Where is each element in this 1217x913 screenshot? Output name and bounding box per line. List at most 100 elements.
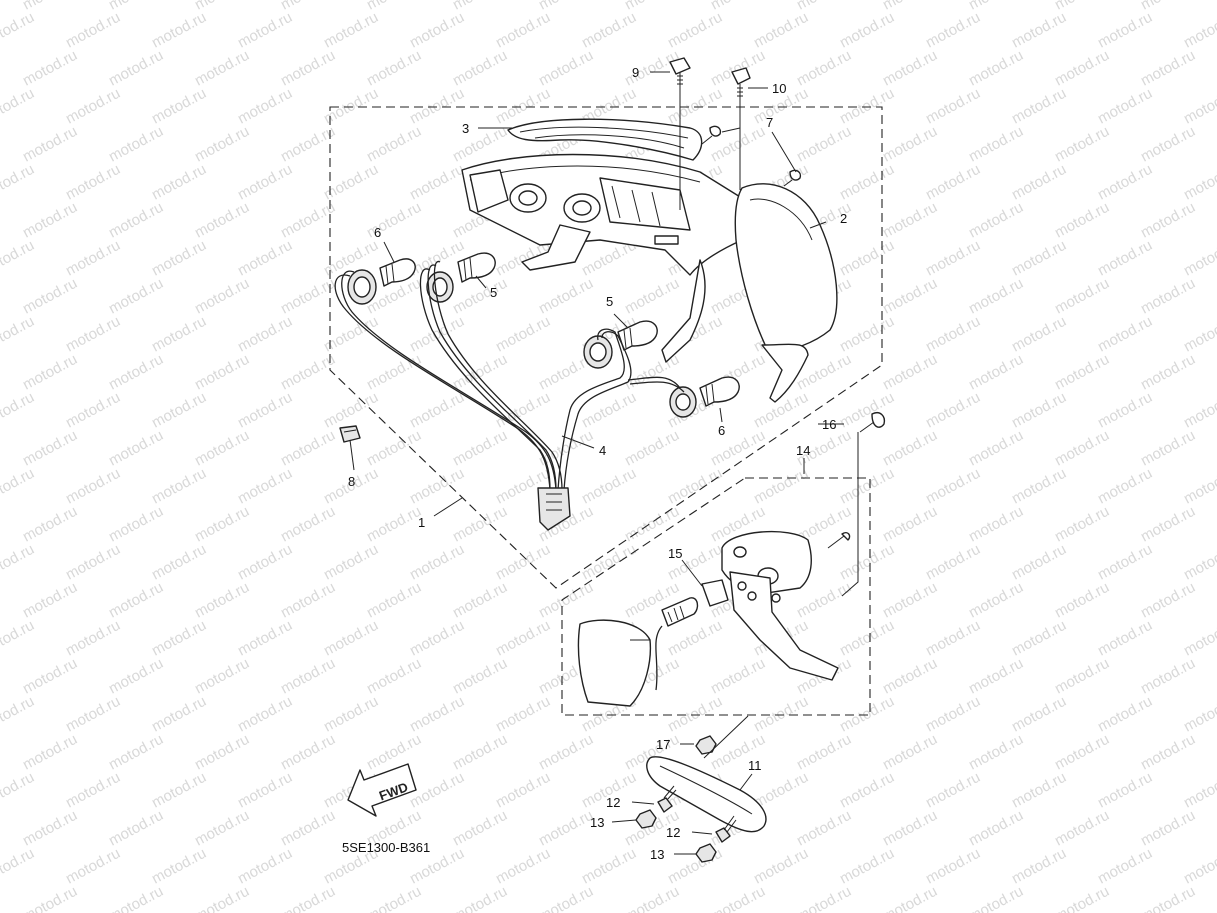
watermark-text: motod.ru [1095, 161, 1155, 204]
watermark-text: motod.ru [1009, 693, 1069, 736]
watermark-text: motod.ru [149, 617, 209, 660]
watermark-text: motod.ru [880, 883, 940, 913]
watermark-text: motod.ru [450, 427, 510, 470]
watermark-text: motod.ru [0, 845, 37, 888]
watermark-text: motod.ru [493, 617, 553, 660]
watermark-text: motod.ru [966, 883, 1026, 913]
watermark-text: motod.ru [1138, 579, 1198, 622]
watermark-text: motod.ru [1181, 9, 1217, 52]
callout-14: 14 [796, 443, 810, 458]
watermark-text: motod.ru [966, 731, 1026, 774]
watermark-text: motod.ru [235, 845, 295, 888]
watermark-text: motod.ru [235, 237, 295, 280]
watermark-text: motod.ru [794, 731, 854, 774]
callout-5-mid: 5 [606, 294, 613, 309]
watermark-text: motod.ru [106, 47, 166, 90]
watermark-text: motod.ru [20, 351, 80, 394]
callout-17: 17 [656, 737, 670, 752]
part-12-stud-a [657, 785, 677, 813]
watermark-text: motod.ru [751, 9, 811, 52]
watermark-text: motod.ru [1181, 389, 1217, 432]
part-15-license-lamp [577, 530, 851, 707]
watermark-text: motod.ru [1095, 85, 1155, 128]
watermark-text: motod.ru [192, 503, 252, 546]
watermark-text: motod.ru [837, 237, 897, 280]
watermark-text: motod.ru [622, 883, 682, 913]
watermark-text: motod.ru [751, 465, 811, 508]
watermark-text: motod.ru [579, 9, 639, 52]
part-16-screw [859, 412, 886, 433]
watermark-text: motod.ru [106, 351, 166, 394]
watermark-text: motod.ru [1138, 427, 1198, 470]
watermark-text: motod.ru [0, 465, 37, 508]
watermark-text: motod.ru [536, 579, 596, 622]
watermark-text: motod.ru [1009, 9, 1069, 52]
watermark-text: motod.ru [1095, 845, 1155, 888]
watermark-text: motod.ru [278, 47, 338, 90]
watermark-text: motod.ru [837, 617, 897, 660]
watermark-text: motod.ru [450, 123, 510, 166]
watermark-text: motod.ru [880, 351, 940, 394]
watermark-text: motod.ru [235, 769, 295, 812]
leader-lines [349, 71, 859, 855]
watermark-text: motod.ru [536, 47, 596, 90]
watermark-text: motod.ru [364, 503, 424, 546]
watermark-text: motod.ru [192, 199, 252, 242]
watermark-text: motod.ru [1181, 845, 1217, 888]
watermark-text: motod.ru [837, 9, 897, 52]
watermark-text: motod.ru [192, 579, 252, 622]
diagram-code: 5SE1300-B361 [342, 840, 430, 855]
watermark-text: motod.ru [1052, 199, 1112, 242]
watermark-text: motod.ru [20, 47, 80, 90]
watermark-text: motod.ru [1009, 541, 1069, 584]
watermark-text: motod.ru [1095, 9, 1155, 52]
watermark-text: motod.ru [880, 427, 940, 470]
watermark-text: motod.ru [966, 503, 1026, 546]
watermark-text: motod.ru [1095, 313, 1155, 356]
watermark-text: motod.ru [63, 541, 123, 584]
watermark-text: motod.ru [149, 313, 209, 356]
watermark-text: motod.ru [1052, 731, 1112, 774]
watermark-text: motod.ru [20, 275, 80, 318]
callout-7: 7 [766, 115, 773, 130]
watermark-text: motod.ru [1052, 807, 1112, 850]
watermark-text: motod.ru [278, 883, 338, 913]
watermark-text: motod.ru [1138, 883, 1198, 913]
watermark-text: motod.ru [923, 161, 983, 204]
watermark-text: motod.ru [1095, 465, 1155, 508]
watermark-text: motod.ru [106, 579, 166, 622]
watermark-text: motod.ru [966, 47, 1026, 90]
callouts: 1 2 3 4 5 5 6 6 7 8 9 10 11 12 12 13 13 … [348, 65, 847, 862]
watermark-text: motod.ru [407, 9, 467, 52]
watermark-text: motod.ru [1138, 123, 1198, 166]
watermark-text: motod.ru [149, 9, 209, 52]
watermark-text: motod.ru [106, 199, 166, 242]
watermark-text: motod.ru [20, 655, 80, 698]
watermark-text: motod.ru [364, 579, 424, 622]
bulb-5-top [457, 252, 496, 283]
watermark-text: motod.ru [966, 199, 1026, 242]
watermark-text: motod.ru [235, 85, 295, 128]
watermark-text: motod.ru [450, 807, 510, 850]
watermark-text: motod.ru [278, 427, 338, 470]
watermark-text: motod.ru [0, 389, 37, 432]
watermark-text: motod.ru [63, 465, 123, 508]
watermark-text: motod.ru [278, 731, 338, 774]
watermark-text: motod.ru [106, 123, 166, 166]
watermark-text: motod.ru [149, 237, 209, 280]
watermark-text: motod.ru [63, 769, 123, 812]
socket-5-top [426, 271, 454, 303]
watermark-text: motod.ru [880, 503, 940, 546]
watermark-text: motod.ru [966, 123, 1026, 166]
watermark-text: motod.ru [837, 389, 897, 432]
watermark-text: motod.ru [20, 883, 80, 913]
watermark-text: motod.ru [20, 123, 80, 166]
watermark-text: motod.ru [235, 9, 295, 52]
watermark-text: motod.ru [321, 693, 381, 736]
part-3-cover [507, 118, 703, 161]
watermark-text: motod.ru [0, 161, 37, 204]
watermark-text: motod.ru [278, 123, 338, 166]
watermark-text: motod.ru [0, 85, 37, 128]
watermark-text: motod.ru [1181, 161, 1217, 204]
